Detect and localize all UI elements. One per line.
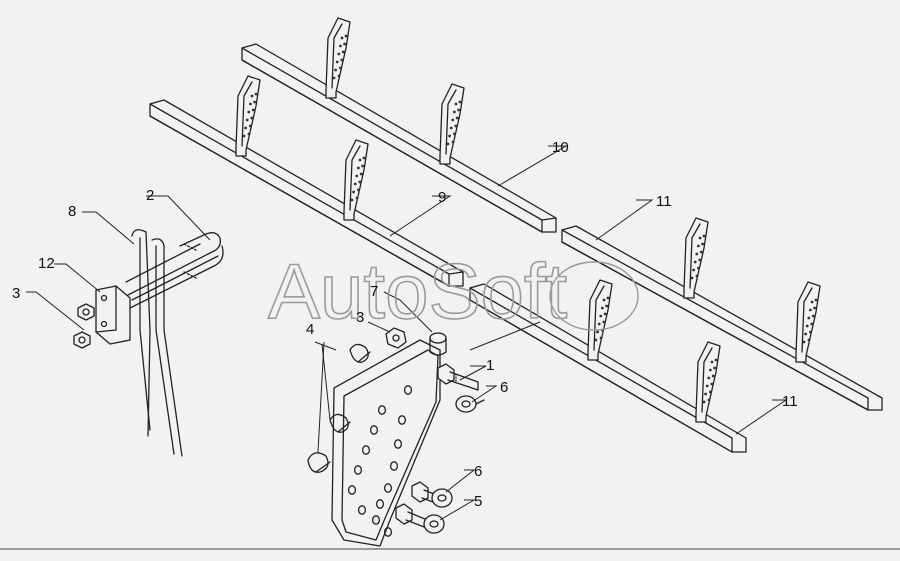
- bar-10: [241, 43, 557, 233]
- watermark-text: AutoSoft: [268, 247, 568, 335]
- plate-hole: [375, 499, 385, 509]
- bolt-1: [437, 363, 479, 391]
- plate-hole: [403, 385, 413, 395]
- mount-plate: [331, 339, 441, 547]
- bar-9: [149, 99, 464, 287]
- plate-hole: [369, 425, 379, 435]
- tine-7: [795, 281, 821, 363]
- leader-lines: [26, 145, 788, 521]
- nuts-3-left: [73, 303, 95, 349]
- spring-bracket-8: [131, 229, 183, 457]
- plate-hole: [383, 527, 393, 537]
- callout-6-lower: 6: [474, 463, 482, 480]
- callout-11-upper: 11: [656, 193, 672, 210]
- tine-6: [587, 279, 613, 361]
- callout-7: 7: [370, 283, 378, 300]
- callout-9: 9: [438, 189, 446, 206]
- tine-2: [235, 75, 261, 157]
- callout-3-left: 3: [12, 285, 20, 302]
- tine-8: [695, 341, 721, 423]
- u-bolt-2: [125, 232, 224, 311]
- bar-11-lower: [469, 283, 747, 453]
- callout-5: 5: [474, 493, 482, 510]
- bushing-7: [429, 332, 447, 356]
- plate-12: [95, 285, 131, 345]
- callout-4: 4: [306, 321, 314, 338]
- watermark-logo-ring: [549, 261, 639, 331]
- callout-12: 12: [38, 255, 55, 272]
- callout-11-lower: 11: [782, 393, 798, 410]
- plate-hole: [353, 465, 363, 475]
- callout-6-upper: 6: [500, 379, 508, 396]
- plate-hole: [347, 485, 357, 495]
- washer-6-lower: [411, 481, 453, 508]
- autosoft-watermark: AutoSoft: [267, 246, 639, 336]
- plate-hole: [357, 505, 367, 515]
- plate-hole: [393, 439, 403, 449]
- tine-5: [683, 217, 709, 299]
- tine-4: [343, 139, 369, 221]
- washer-6-upper: [455, 395, 485, 413]
- harrow-tines: [235, 17, 821, 423]
- plate-hole: [383, 483, 393, 493]
- callout-1: 1: [486, 357, 494, 374]
- callout-2: 2: [146, 187, 154, 204]
- plate-hole: [377, 405, 387, 415]
- callout-10: 10: [552, 139, 569, 156]
- callout-labels: 2 8 12 3 4 7 3 1 6 6 5 9 10 11 11: [12, 139, 798, 510]
- plate-hole: [389, 461, 399, 471]
- bar-11-upper: [561, 225, 883, 411]
- bolt-5: [395, 503, 445, 534]
- tine-1: [325, 17, 351, 99]
- callout-3-center: 3: [356, 309, 364, 326]
- callout-8: 8: [68, 203, 76, 220]
- plate-hole: [361, 445, 371, 455]
- clips-4: [307, 343, 371, 473]
- plate-hole: [371, 515, 381, 525]
- plate-hole: [397, 415, 407, 425]
- nut-3-center: [385, 327, 407, 349]
- tine-3: [439, 83, 465, 165]
